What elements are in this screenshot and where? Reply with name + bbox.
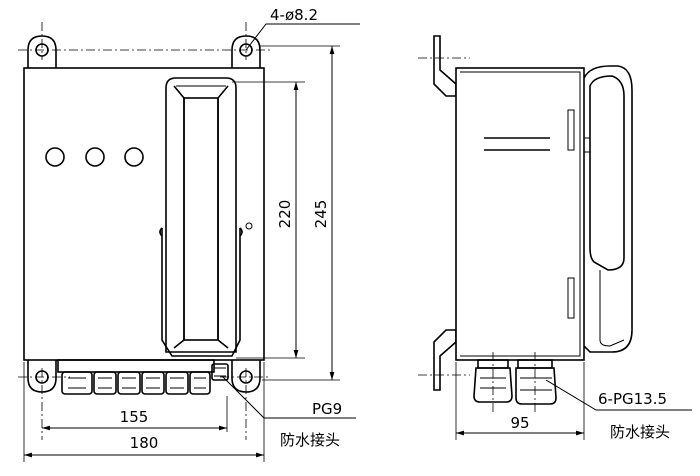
side-handle <box>583 65 633 353</box>
side-view <box>418 35 633 412</box>
width-dimensions: 155 180 <box>23 362 265 462</box>
indicator-light-1 <box>45 147 65 167</box>
height-245-label: 245 <box>312 200 330 229</box>
pg13-label: 6-PG13.5 <box>598 390 667 408</box>
side-bracket-top <box>433 35 457 97</box>
pg9-label: PG9 <box>312 400 342 418</box>
side-vent-lines <box>484 137 550 151</box>
indicator-light-2 <box>85 147 105 167</box>
pg9-note: 防水接头 <box>280 431 340 449</box>
side-cable-glands <box>473 352 557 412</box>
width-180-label: 180 <box>130 434 159 452</box>
depth-dimension: 95 <box>455 362 585 440</box>
holes-callout: 4-ø8.2 <box>245 6 360 51</box>
indicator-light-3 <box>124 147 144 167</box>
holes-label: 4-ø8.2 <box>270 6 318 24</box>
gland-pg9 <box>211 363 229 381</box>
front-cable-glands <box>57 359 229 395</box>
front-handle <box>159 77 253 357</box>
side-enclosure <box>455 67 585 361</box>
pg13-note: 防水接头 <box>610 423 670 441</box>
width-155-label: 155 <box>120 408 149 426</box>
pg9-callout: PG9 防水接头 <box>221 375 356 449</box>
front-enclosure <box>23 67 265 361</box>
pg13-callout: 6-PG13.5 防水接头 <box>545 379 692 441</box>
side-bracket-bottom <box>433 329 457 391</box>
front-view <box>18 22 270 440</box>
height-220-label: 220 <box>276 200 294 229</box>
depth-95-label: 95 <box>510 414 529 432</box>
height-dimensions: 220 245 <box>232 45 340 381</box>
